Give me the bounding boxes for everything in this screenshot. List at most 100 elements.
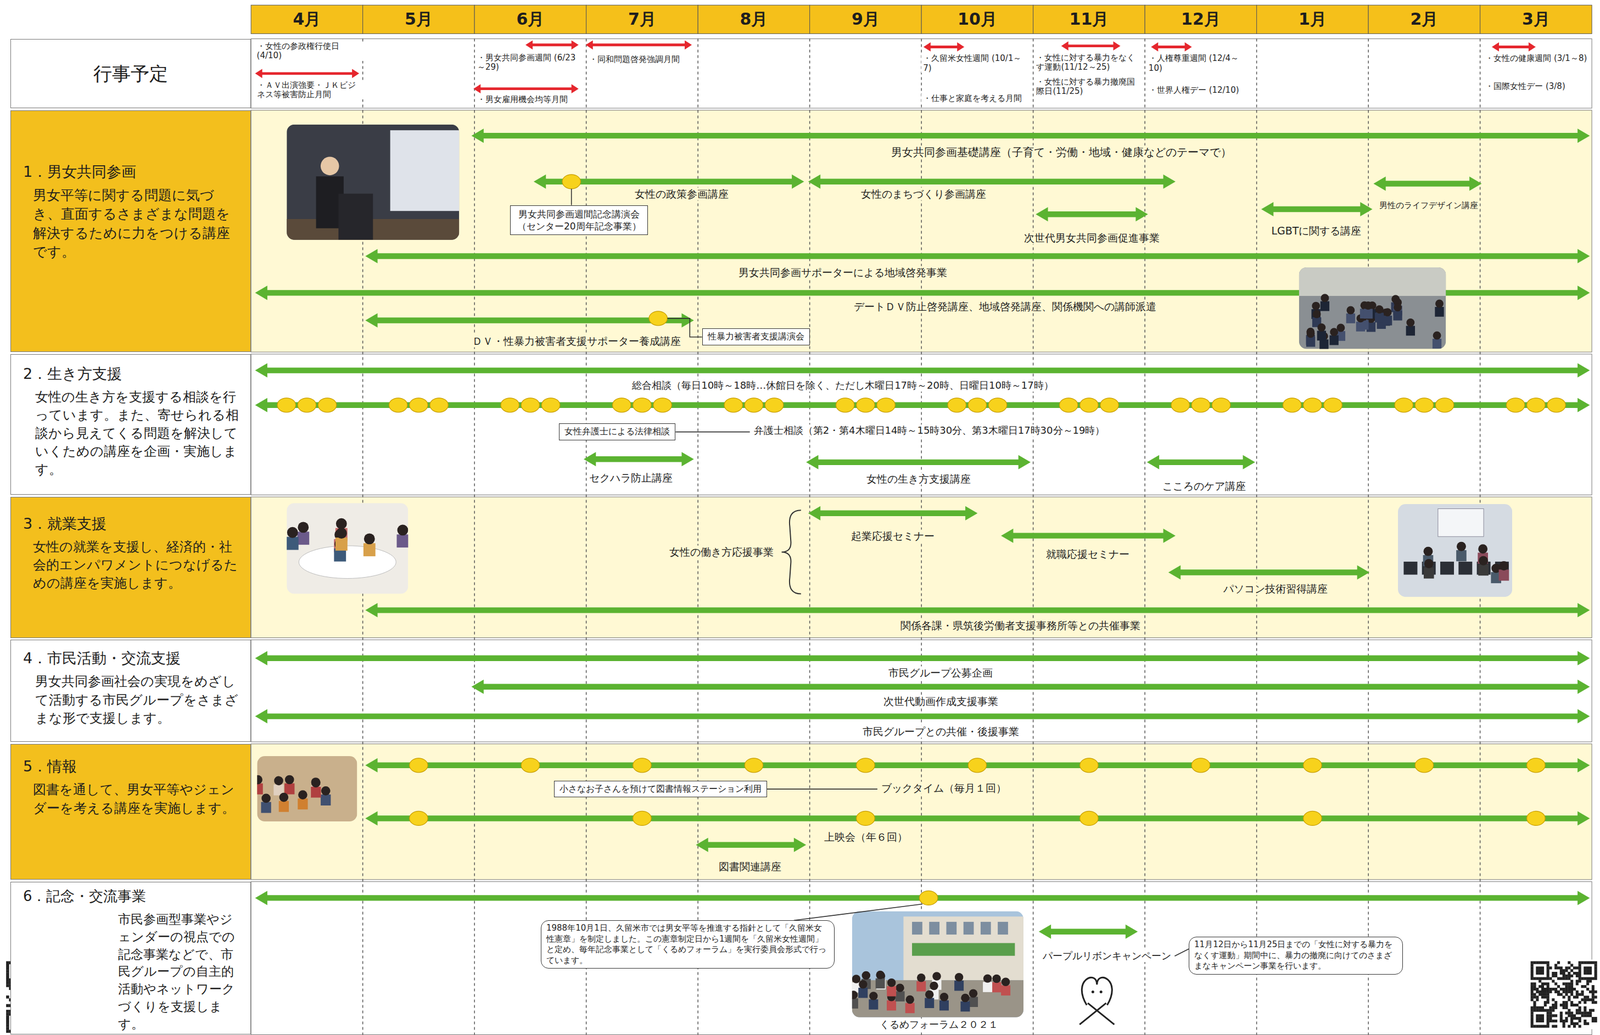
qr-cell bbox=[1575, 971, 1579, 975]
photo-head bbox=[284, 775, 295, 785]
qr-cell bbox=[1548, 1016, 1552, 1020]
qr-cell bbox=[1578, 971, 1582, 975]
qr-cell bbox=[1586, 969, 1590, 972]
qr-cell bbox=[1564, 982, 1568, 986]
event-dot bbox=[409, 810, 428, 826]
photo-window bbox=[929, 921, 940, 935]
qr-cell bbox=[1530, 985, 1534, 988]
month-divider bbox=[809, 38, 811, 1035]
leader-line bbox=[767, 788, 878, 790]
qr-cell bbox=[1573, 987, 1576, 991]
category-box: 6．記念・交流事業市民参画型事業やジェンダーの視点での記念事業などで、市民グルー… bbox=[10, 881, 252, 1035]
photo-head bbox=[1424, 558, 1434, 569]
photo-head bbox=[852, 990, 858, 999]
qr-cell bbox=[1530, 966, 1534, 970]
callout-text: 11月12日から11月25日までの「女性に対する暴力をなくす運動」期間中に、暴力… bbox=[1194, 939, 1398, 972]
leader-line bbox=[675, 431, 750, 433]
qr-cell bbox=[1535, 966, 1539, 970]
photo-body bbox=[1356, 321, 1365, 332]
category-heading: 4．市民活動・交流支援 bbox=[23, 648, 241, 668]
qr-cell bbox=[1535, 1014, 1539, 1017]
program-bar bbox=[255, 890, 1591, 905]
event-dot bbox=[1414, 398, 1434, 413]
qr-cell bbox=[1530, 971, 1534, 975]
qr-cell bbox=[1564, 1011, 1568, 1015]
photo-head bbox=[895, 983, 904, 992]
photo-head bbox=[869, 991, 878, 1000]
qr-cell bbox=[1575, 1022, 1579, 1026]
qr-cell bbox=[1562, 1025, 1566, 1028]
qr-cell bbox=[1554, 1000, 1558, 1004]
photo-body bbox=[256, 783, 263, 795]
program-label: 次世代動画作成支援事業 bbox=[881, 694, 1000, 708]
event-dot bbox=[1080, 810, 1099, 826]
qr-cell bbox=[1564, 1006, 1568, 1010]
event-dot bbox=[521, 758, 540, 773]
qr-cell bbox=[1551, 1025, 1555, 1028]
qr-cell bbox=[1570, 979, 1574, 983]
month-label: 2月 bbox=[1408, 9, 1440, 30]
photo-head bbox=[1435, 299, 1444, 309]
qr-cell bbox=[1583, 1014, 1587, 1017]
event-dot bbox=[968, 398, 987, 413]
event-label: ・仕事と家庭を考える月間 bbox=[921, 93, 1029, 104]
photo-head bbox=[932, 971, 941, 981]
photo-head bbox=[1393, 303, 1402, 312]
qr-cell bbox=[1559, 1016, 1563, 1020]
program-label: 男女共同参画基礎講座（子育て・労働・地域・健康などのテーマで） bbox=[889, 145, 1234, 159]
photo-head bbox=[1317, 323, 1326, 332]
category-box: 2．生き方支援女性の生き方を支援する相談を行っています。また、寄せられる相談から… bbox=[10, 354, 252, 495]
month-label: 3月 bbox=[1520, 9, 1552, 30]
qr-cell bbox=[1567, 990, 1571, 994]
qr-cell bbox=[1548, 1014, 1552, 1017]
month-divider bbox=[1256, 38, 1258, 1035]
program-bar bbox=[808, 174, 1176, 189]
qr-cell bbox=[1591, 1009, 1595, 1012]
program-bar bbox=[1000, 528, 1176, 544]
qr-cell bbox=[1535, 977, 1539, 981]
program-label: 女性の生き方支援講座 bbox=[864, 472, 973, 485]
photo-head bbox=[905, 995, 915, 1004]
qr-cell bbox=[6, 972, 10, 976]
qr-cell bbox=[1551, 1006, 1555, 1010]
event-dot bbox=[836, 398, 855, 413]
month-label: 1月 bbox=[1296, 9, 1329, 30]
qr-cell bbox=[1594, 974, 1598, 978]
qr-cell bbox=[1546, 1000, 1550, 1004]
month-label: 6月 bbox=[514, 9, 546, 30]
photo-screen bbox=[1438, 508, 1484, 537]
photo-banner bbox=[912, 943, 1015, 956]
qr-cell bbox=[1538, 1006, 1542, 1010]
photo-body bbox=[1498, 569, 1510, 581]
qr-cell bbox=[1573, 1003, 1576, 1007]
period-arrow bbox=[1491, 42, 1536, 52]
qr-cell bbox=[6, 964, 10, 968]
qr-cell bbox=[1594, 995, 1598, 999]
qr-cell bbox=[1546, 998, 1550, 1001]
qr-cell bbox=[1591, 987, 1595, 991]
qr-cell bbox=[1551, 1019, 1555, 1023]
qr-code bbox=[1529, 959, 1599, 1030]
program-bar bbox=[255, 363, 1591, 378]
qr-cell bbox=[1541, 987, 1544, 991]
category-heading: 1．男女共同参画 bbox=[23, 161, 241, 182]
photo-body bbox=[886, 986, 897, 997]
qr-cell bbox=[1541, 1019, 1544, 1023]
month-cell bbox=[809, 4, 922, 34]
event-dot bbox=[744, 758, 763, 773]
qr-cell bbox=[1559, 969, 1563, 972]
event-dot bbox=[1191, 398, 1210, 413]
qr-cell bbox=[6, 995, 10, 999]
qr-cell bbox=[1564, 974, 1568, 978]
qr-cell bbox=[1567, 977, 1571, 981]
qr-cell bbox=[1543, 995, 1547, 999]
period-arrow bbox=[585, 40, 692, 50]
qr-cell bbox=[1559, 1019, 1563, 1023]
qr-cell bbox=[1541, 985, 1544, 988]
photo-lectern bbox=[338, 193, 373, 240]
category-box: 1．男女共同参画男女平等に関する問題に気づき、直面するさまざまな問題を解決するた… bbox=[10, 110, 252, 352]
photo-body bbox=[1406, 325, 1415, 336]
photo-head bbox=[969, 989, 978, 998]
qr-cell bbox=[1573, 995, 1576, 999]
program-label: 就職応援セミナー bbox=[1044, 547, 1132, 561]
